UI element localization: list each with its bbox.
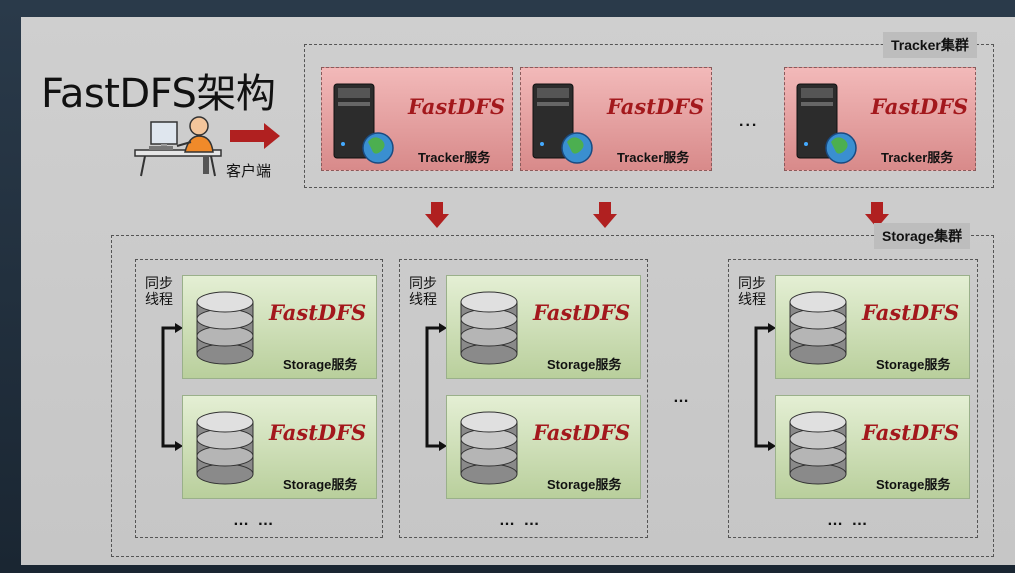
storage-service-label: Storage服务	[283, 477, 358, 492]
storage-group-ellipsis: … …	[827, 512, 870, 529]
tracker-service-label: Tracker服务	[418, 150, 491, 165]
storage-ellipsis: …	[673, 389, 691, 406]
server-icon	[796, 83, 857, 164]
storage-node: FastDFS Storage服务	[446, 395, 641, 499]
storage-service-label: Storage服务	[547, 477, 622, 492]
page-title: FastDFS架构	[41, 71, 276, 117]
tracker-brand: FastDFS	[871, 94, 969, 119]
tracker-cluster	[304, 44, 994, 188]
tracker-service-label: Tracker服务	[617, 150, 690, 165]
storage-brand: FastDFS	[269, 300, 367, 325]
storage-brand: FastDFS	[533, 420, 631, 445]
database-icon	[196, 291, 254, 365]
storage-node: FastDFS Storage服务	[775, 395, 970, 499]
client-computer-icon	[134, 116, 222, 177]
tracker-brand: FastDFS	[408, 94, 506, 119]
storage-node: FastDFS Storage服务	[182, 275, 377, 379]
down-arrow	[425, 202, 449, 228]
client-label: 客户端	[226, 163, 272, 180]
tracker-service-label: Tracker服务	[881, 150, 954, 165]
storage-node: FastDFS Storage服务	[182, 395, 377, 499]
storage-service-label: Storage服务	[283, 357, 358, 372]
storage-brand: FastDFS	[862, 420, 960, 445]
tracker-node: FastDFS Tracker服务	[520, 67, 712, 171]
tracker-ellipsis: ...	[739, 113, 759, 130]
sync-thread-label: 同步 线程	[738, 275, 766, 307]
database-icon	[196, 411, 254, 485]
tracker-cluster-label: Tracker集群	[883, 32, 977, 58]
storage-service-label: Storage服务	[876, 357, 951, 372]
tracker-node: FastDFS Tracker服务	[321, 67, 513, 171]
storage-brand: FastDFS	[269, 420, 367, 445]
sync-bracket-arrow	[425, 323, 447, 451]
storage-brand: FastDFS	[862, 300, 960, 325]
storage-group-ellipsis: … …	[233, 512, 276, 529]
storage-group	[728, 259, 978, 538]
database-icon	[460, 411, 518, 485]
tracker-node: FastDFS Tracker服务	[784, 67, 976, 171]
storage-group	[135, 259, 383, 538]
storage-service-label: Storage服务	[547, 357, 622, 372]
sync-bracket-arrow	[754, 323, 776, 451]
down-arrow	[865, 202, 889, 228]
storage-cluster	[111, 235, 994, 557]
storage-node: FastDFS Storage服务	[446, 275, 641, 379]
storage-group-ellipsis: … …	[499, 512, 542, 529]
sync-thread-label: 同步 线程	[409, 275, 437, 307]
slide: FastDFS架构 客户端 Tracker集群 FastDFS Tracker服…	[21, 17, 1015, 565]
storage-node: FastDFS Storage服务	[775, 275, 970, 379]
database-icon	[789, 411, 847, 485]
sync-bracket-arrow	[161, 323, 183, 451]
database-icon	[789, 291, 847, 365]
down-arrow	[593, 202, 617, 228]
server-icon	[333, 83, 394, 164]
storage-group	[399, 259, 648, 538]
client-arrow	[230, 123, 280, 149]
storage-cluster-label: Storage集群	[874, 223, 971, 249]
storage-brand: FastDFS	[533, 300, 631, 325]
sync-thread-label: 同步 线程	[145, 275, 173, 307]
server-icon	[532, 83, 593, 164]
database-icon	[460, 291, 518, 365]
tracker-brand: FastDFS	[607, 94, 705, 119]
storage-service-label: Storage服务	[876, 477, 951, 492]
